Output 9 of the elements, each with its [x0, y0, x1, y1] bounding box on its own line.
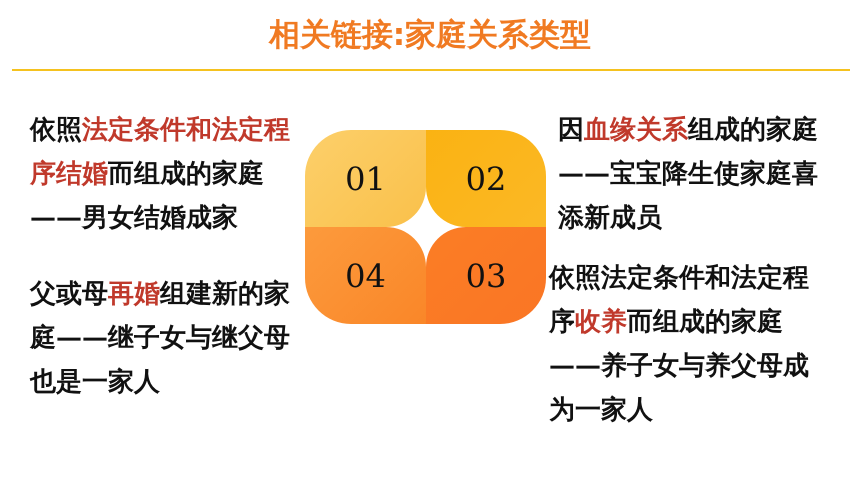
- petal-tile: 01: [305, 130, 426, 227]
- description-text: 依照法定条件和法定程序结婚而组成的家庭——男女结婚成家: [30, 114, 291, 235]
- description-text: 因血缘关系组成的家庭——宝宝降生使家庭喜添新成员: [558, 114, 819, 235]
- slide-title: 相关链接:家庭关系类型: [267, 16, 592, 55]
- description-text: 父或母再婚组建新的家庭——继子女与继父母也是一家人: [30, 278, 291, 399]
- description-text: 依照法定条件和法定程序收养而组成的家庭——养子女与养父母成为一家人: [549, 262, 810, 427]
- petal-tile: 02: [426, 130, 546, 227]
- petal-tile: 04: [305, 227, 426, 324]
- petal-tile: 03: [426, 227, 546, 324]
